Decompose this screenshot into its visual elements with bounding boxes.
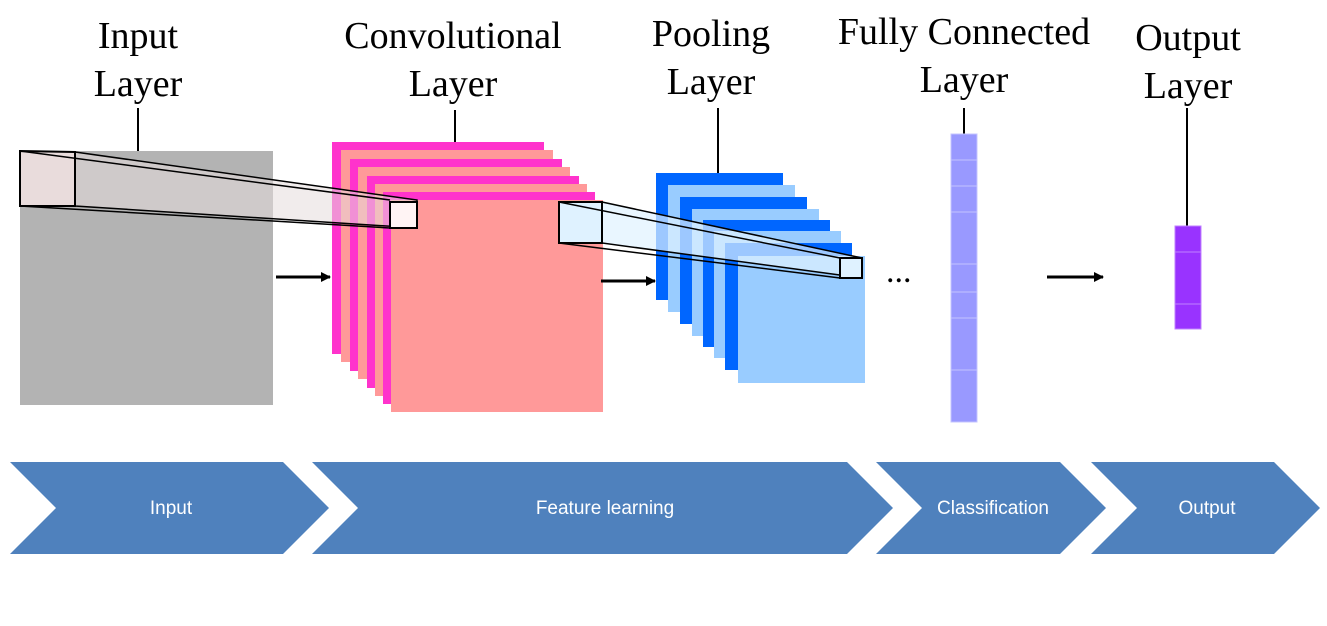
ellipsis: ...	[886, 253, 912, 290]
conv-receptive-field	[558, 201, 863, 279]
input-layer-title-line2: Layer	[93, 63, 183, 105]
fully-connected-layer-title-line1: Fully Connected	[837, 11, 1091, 53]
fc-neuron	[950, 263, 978, 293]
fc-neuron	[950, 291, 978, 319]
output-neuron	[1174, 251, 1202, 305]
fully-connected-layer-title-line2: Layer	[919, 59, 1009, 101]
output-neuron	[1174, 303, 1202, 330]
stage-classification-label: Classification	[937, 498, 1049, 519]
stage-input-label: Input	[150, 498, 193, 519]
pooling-layer-title-line2: Layer	[666, 61, 756, 103]
input-layer-title-line1: Input	[97, 15, 179, 57]
fc-neuron	[950, 185, 978, 213]
stage-feature-learning: Feature learning	[312, 462, 893, 554]
pooling-stack	[656, 173, 865, 383]
fc-neuron	[950, 211, 978, 265]
pooling-layer-title: Pooling Layer	[636, 10, 786, 106]
output-neuron	[1174, 225, 1202, 253]
fc-neuron	[950, 317, 978, 371]
convolutional-layer-title-line2: Layer	[408, 63, 498, 105]
fc-neuron	[950, 133, 978, 161]
pooling-layer-title-line1: Pooling	[651, 13, 771, 55]
fc-neuron	[950, 159, 978, 187]
convolutional-layer-title-line1: Convolutional	[344, 15, 562, 57]
convolutional-stack	[332, 142, 603, 412]
convolutional-layer-title: Convolutional Layer	[323, 12, 583, 108]
stage-feature-learning-label: Feature learning	[536, 498, 674, 519]
stage-output: Output	[1091, 462, 1320, 554]
input-receptive-field	[19, 149, 418, 229]
output-layer-title-line1: Output	[1135, 17, 1241, 59]
input-layer-title: Input Layer	[78, 12, 198, 108]
fully-connected-vector	[950, 133, 978, 423]
output-layer-title: Output Layer	[1118, 14, 1258, 110]
stage-input: Input	[10, 462, 329, 554]
output-layer-title-line2: Layer	[1143, 65, 1233, 107]
stage-output-label: Output	[1178, 498, 1236, 519]
fully-connected-layer-title: Fully Connected Layer	[819, 8, 1109, 104]
stage-classification: Classification	[876, 462, 1106, 554]
output-vector	[1174, 225, 1202, 330]
fc-neuron	[950, 369, 978, 423]
